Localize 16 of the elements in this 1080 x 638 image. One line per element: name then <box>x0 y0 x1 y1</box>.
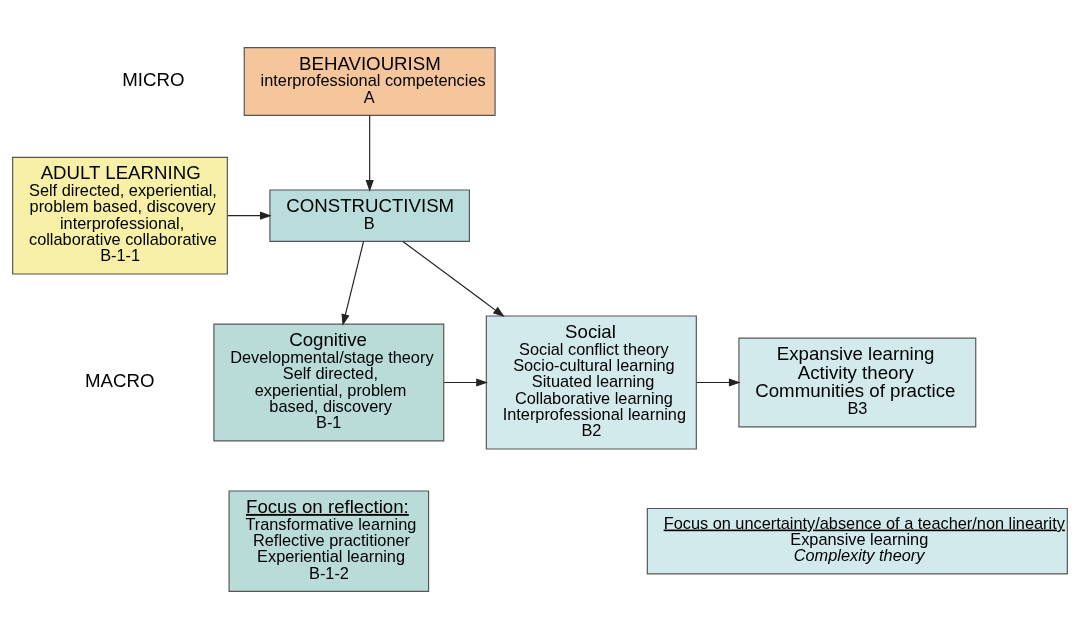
node-box: Social Social conflict theory Socio-cultural learning Situated learning Collaborative learning Interprofessional learning B2 <box>485 314 697 450</box>
node-box: CONSTRUCTIVISM B <box>269 188 470 242</box>
arrow <box>341 240 365 326</box>
node-box: BEHAVIOURISM interprofessional competencies A <box>243 46 496 116</box>
node-box: Cognitive Developmental/stage theory Self directed, experiential, problem based, discovery B-1 <box>213 323 445 441</box>
arrow <box>227 211 272 220</box>
arrow <box>365 114 374 192</box>
arrow <box>443 377 488 387</box>
node-box: Expansive learning Activity theory Communities of practice B3 <box>738 337 977 427</box>
label: MICRO <box>122 68 185 90</box>
node-box: ADULT LEARNING Self directed, experiential, problem based, discovery interprofessional, collaborative collaborative B-1-1 <box>12 156 228 275</box>
node-box: Focus on uncertainty/absence of a teacher/non linearity Expansive learning Complexity theory <box>646 507 1068 574</box>
label: MACRO <box>85 369 155 391</box>
arrow <box>402 240 505 317</box>
node-box: Focus on reflection: Transformative learning Reflective practitioner Experiential learning B-1-2 <box>228 489 430 592</box>
arrow <box>696 377 741 387</box>
